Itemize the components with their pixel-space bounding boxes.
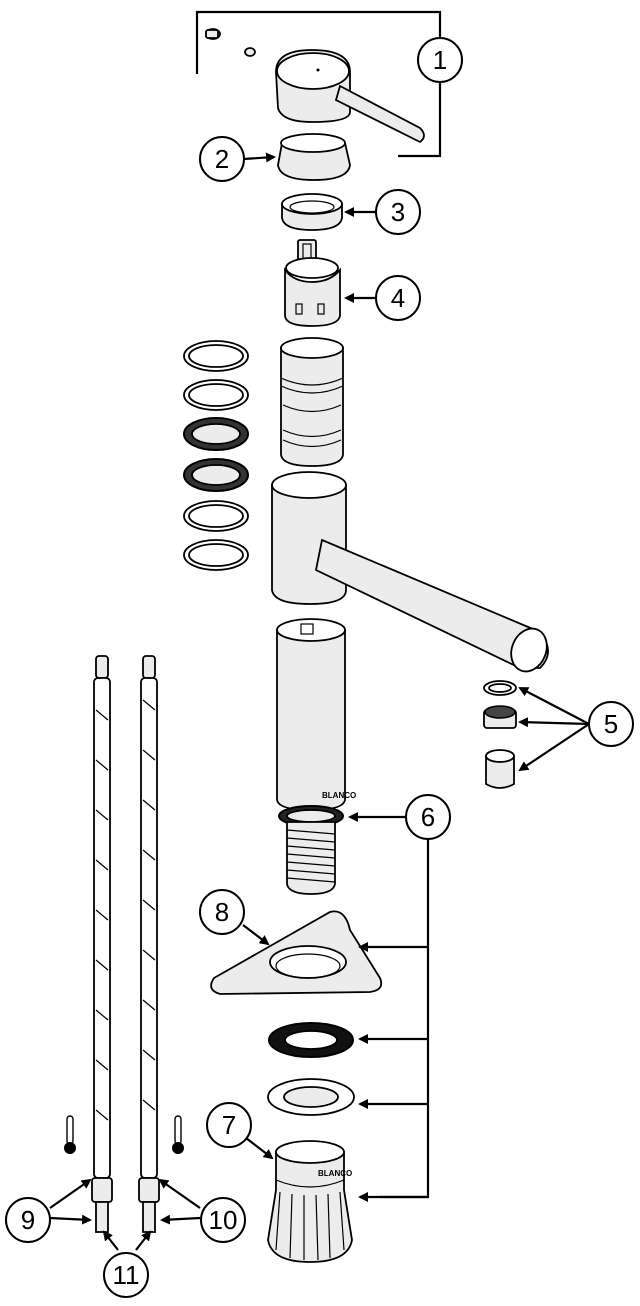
callout-3: 3 [375,189,421,235]
black-gasket [268,1022,354,1058]
ceramic-cartridge [284,239,341,327]
callout-label-2: 2 [215,144,229,174]
supply-hose-hot [91,655,113,1233]
callout-label-5: 5 [604,709,618,739]
hot-thermometer-icon [64,1115,76,1154]
callout-label-10: 10 [209,1205,238,1235]
white-washer [267,1078,355,1116]
cover-ring [277,133,351,181]
brand-mark-nut: BLANCO [318,1169,352,1178]
callout-label-1: 1 [433,45,447,75]
callout-label-9: 9 [21,1205,35,1235]
supply-hose-cold [138,655,160,1233]
callout-1: 1 [417,37,463,83]
support-plate [210,910,383,995]
handle-lever-assembly [195,10,442,158]
callout-7: 7 [206,1102,252,1148]
callout-2: 2 [199,136,245,182]
body-insert-sleeve [280,337,344,467]
o-ring-stack [183,340,249,571]
callout-8: 8 [199,889,245,935]
grub-screw-small [244,47,256,57]
callout-10: 10 [200,1197,246,1243]
grub-screw [205,28,221,40]
callout-11: 11 [103,1252,149,1298]
leader-lines [49,152,590,1251]
callout-label-3: 3 [391,197,405,227]
aerator-set [483,680,517,789]
callout-label-7: 7 [222,1110,236,1140]
mounting-nut: BLANCO [267,1140,353,1263]
callout-5: 5 [588,701,634,747]
callout-label-11: 11 [113,1260,140,1290]
callout-label-6: 6 [421,802,435,832]
retaining-nut [281,193,343,231]
callout-4: 4 [375,275,421,321]
spout-body [271,471,549,673]
callout-6: 6 [405,794,451,840]
callout-9: 9 [5,1197,51,1243]
cold-thermometer-icon [172,1115,184,1154]
threaded-shank: BLANCO [276,618,356,895]
callout-label-8: 8 [215,897,229,927]
callout-label-4: 4 [391,283,405,313]
brand-mark-shank: BLANCO [322,791,356,800]
